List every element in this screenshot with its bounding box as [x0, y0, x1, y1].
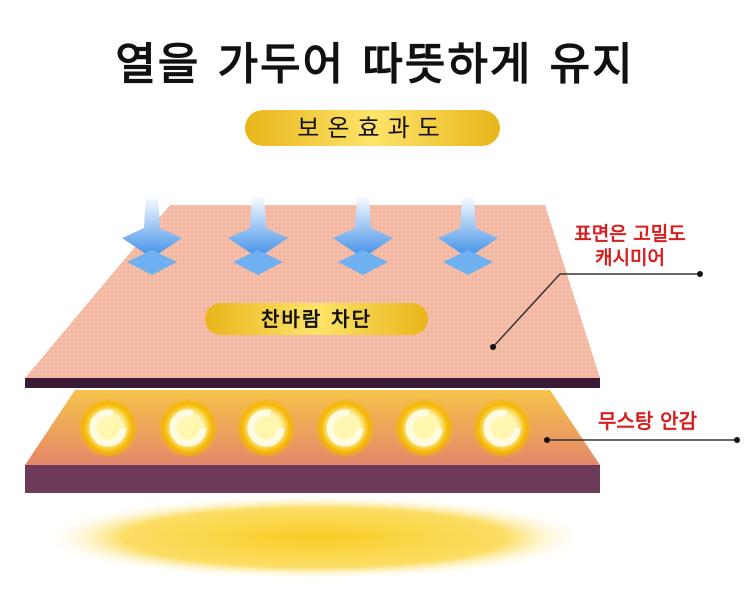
wind-block-badge: 찬바람 차단 [205, 303, 428, 335]
heat-cycle-icon [158, 398, 218, 458]
heat-cycle-icon [315, 398, 375, 458]
warmth-effect-badge: 보온효과도 [245, 110, 500, 146]
wind-arrow-icon [228, 195, 288, 275]
wind-arrow-icon [333, 195, 393, 275]
heat-cycle-icon [472, 398, 532, 458]
heat-cycle-icon [236, 398, 296, 458]
lining-label: 무스탕 안감 [598, 409, 697, 433]
heat-glow [40, 495, 590, 580]
cashmere-layer [25, 205, 600, 388]
cashmere-label-line2: 캐시미어 [595, 247, 665, 269]
cashmere-label-line1: 표면은 고밀도 [574, 223, 686, 245]
heat-circle-icons [78, 398, 532, 458]
leader-line-lining [544, 437, 740, 443]
wind-arrow-icon [438, 195, 498, 275]
cold-wind-arrows [122, 195, 498, 275]
heat-cycle-icon [394, 398, 454, 458]
cashmere-label: 표면은 고밀도 캐시미어 [555, 222, 705, 270]
heat-cycle-icon [78, 398, 138, 458]
wind-arrow-icon [122, 195, 182, 275]
page-title: 열을 가두어 따뜻하게 유지 [115, 39, 635, 90]
leader-line-cashmere [490, 271, 703, 350]
